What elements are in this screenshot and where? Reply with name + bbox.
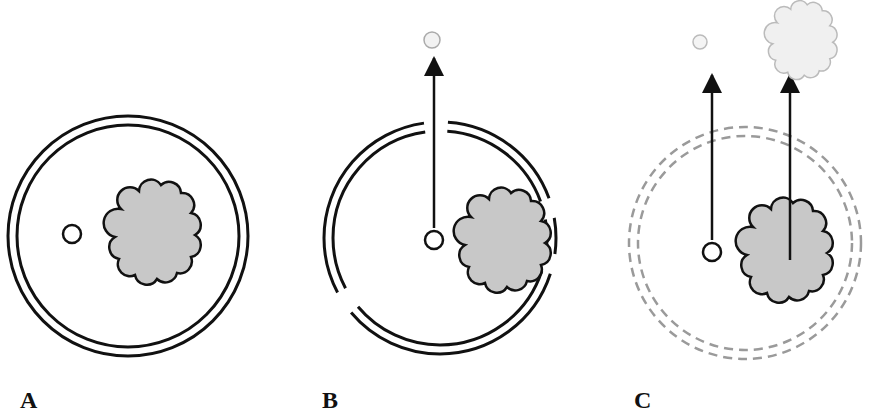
- panel-c-figure: [629, 1, 861, 359]
- small-body: [425, 231, 443, 249]
- nucleus-blob: [736, 198, 833, 303]
- inner-membrane: [17, 125, 239, 347]
- panel-letter: C: [634, 388, 651, 412]
- released-blob: [764, 1, 837, 80]
- release-arrow: [789, 75, 792, 260]
- panel-a-figure: [8, 116, 248, 356]
- nucleus-blob: [454, 188, 551, 293]
- panel-letter: B: [322, 388, 338, 412]
- panel-letter: A: [20, 388, 37, 412]
- dissolving-inner-membrane: [638, 136, 852, 350]
- released-body: [424, 32, 440, 48]
- release-arrow: [711, 75, 714, 240]
- dissolving-outer-membrane: [629, 127, 861, 359]
- released-body: [693, 35, 707, 49]
- outer-membrane: [8, 116, 248, 356]
- small-body: [63, 225, 81, 243]
- broken-outer-membrane: [324, 122, 556, 354]
- release-arrow: [433, 58, 436, 228]
- nucleus-blob: [104, 180, 201, 285]
- panel-b-figure: [324, 32, 556, 354]
- small-body: [703, 243, 721, 261]
